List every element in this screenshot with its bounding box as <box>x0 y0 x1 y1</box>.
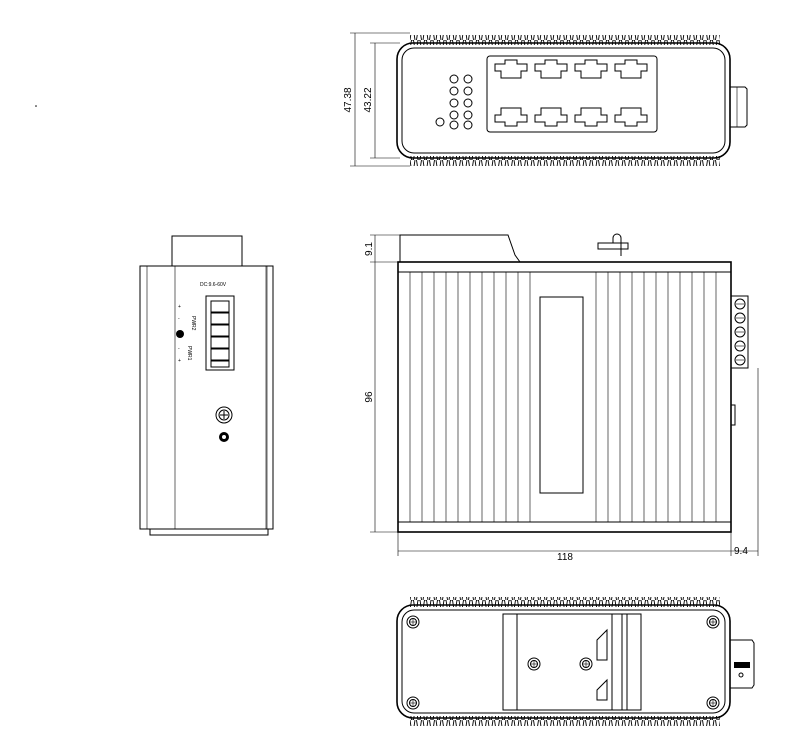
minus-sign: - <box>178 316 180 322</box>
ground-screw-icon <box>215 406 233 424</box>
bottom-fins-lower <box>410 716 720 726</box>
side-view: DC:9.6-60V PWR2 PWR1 + - - + <box>139 235 274 536</box>
top-fins-lower <box>410 156 720 166</box>
led <box>463 110 473 120</box>
top-body-outer <box>396 42 731 159</box>
screw-icon <box>527 657 541 671</box>
dim-overall-depth: 47.38 <box>343 87 354 112</box>
led <box>449 98 459 108</box>
led <box>463 74 473 84</box>
led <box>449 120 459 130</box>
top-din-clip <box>730 86 748 128</box>
voltage-label: DC:9.6-60V <box>200 282 227 288</box>
terminal-slot <box>210 300 230 313</box>
port-block <box>486 55 658 133</box>
side-base <box>149 528 269 536</box>
plus-sign: + <box>178 358 181 364</box>
terminal-slot <box>210 324 230 337</box>
terminal-slot <box>210 336 230 349</box>
bottom-body-outer <box>396 604 731 719</box>
din-plate <box>502 613 642 711</box>
screw-icon <box>706 615 720 629</box>
front-din-rail <box>399 234 521 263</box>
led-indicator <box>176 330 184 338</box>
front-din-clip <box>597 242 629 250</box>
front-body <box>397 261 732 533</box>
rj45-port <box>494 59 528 79</box>
bottom-body-inner <box>401 609 726 714</box>
terminal-slot <box>210 312 230 325</box>
led-group <box>435 74 473 130</box>
led <box>463 98 473 108</box>
terminal-slot <box>210 348 230 361</box>
minus-sign: - <box>178 346 180 352</box>
bottom-fins-upper <box>410 597 720 607</box>
led <box>463 120 473 130</box>
side-din-rail <box>171 235 243 267</box>
dim-terminal-width: 9.4 <box>734 546 748 557</box>
dim-body-depth: 43.22 <box>363 87 374 112</box>
ground-icon <box>219 432 229 442</box>
bottom-terminal <box>730 639 755 689</box>
rj45-port <box>614 107 648 127</box>
pwr1-label: PWR1 <box>186 346 192 361</box>
front-fins <box>409 272 717 522</box>
dim-rail-height: 9.1 <box>364 242 375 256</box>
led <box>435 117 445 127</box>
led <box>449 86 459 96</box>
rj45-port <box>574 59 608 79</box>
dim-height: 96 <box>364 391 375 403</box>
rj45-port <box>534 59 568 79</box>
rj45-port <box>614 59 648 79</box>
front-view: 9.1 96 118 9.4 <box>364 233 759 563</box>
screw-icon <box>579 657 593 671</box>
screw-icon <box>406 696 420 710</box>
label-window <box>539 296 584 494</box>
terminal-block <box>205 295 235 371</box>
rj45-ports <box>494 59 648 127</box>
plus-sign: + <box>178 304 181 310</box>
dim-width: 118 <box>557 552 573 563</box>
led <box>463 86 473 96</box>
top-fins-upper <box>410 35 720 45</box>
front-terminal-block <box>730 295 749 369</box>
rj45-port <box>574 107 608 127</box>
pwr2-label: PWR2 <box>190 316 196 331</box>
top-view: 47.38 43.22 <box>343 32 748 167</box>
led <box>449 74 459 84</box>
rj45-port <box>534 107 568 127</box>
screw-icon <box>706 696 720 710</box>
screw-icon <box>406 615 420 629</box>
rj45-port <box>494 107 528 127</box>
bottom-view <box>396 597 755 726</box>
stray-dot <box>35 105 37 107</box>
led <box>449 110 459 120</box>
top-body-inner <box>401 47 726 154</box>
